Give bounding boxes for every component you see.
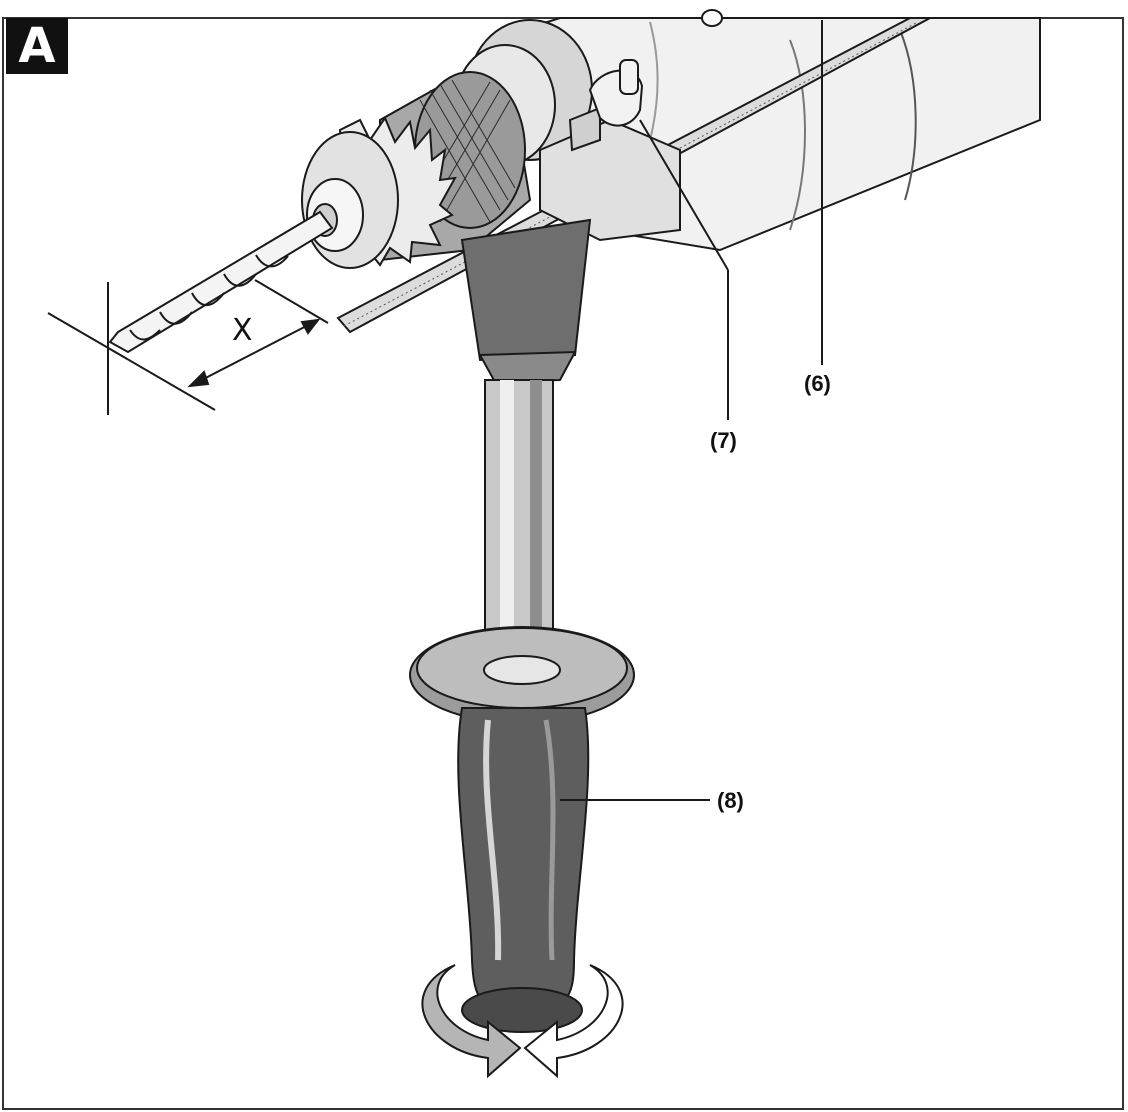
chuck-nose (301, 131, 399, 269)
hand-guard (409, 626, 635, 724)
dimension-x-label: X (232, 313, 253, 348)
callout-8: (8) (717, 788, 744, 813)
badge-letter: A (18, 18, 56, 74)
callout-7: (7) (710, 428, 737, 453)
handle-clamp (539, 59, 681, 242)
callout-6: (6) (804, 371, 831, 396)
rotate-arrows-icon (421, 964, 624, 1079)
drill-bit (108, 210, 334, 354)
dimension-lines (47, 279, 329, 415)
figure-badge: A (6, 18, 68, 74)
leader-lines (560, 20, 823, 801)
grip (457, 707, 590, 1033)
auxiliary-handle-stem (460, 218, 592, 681)
